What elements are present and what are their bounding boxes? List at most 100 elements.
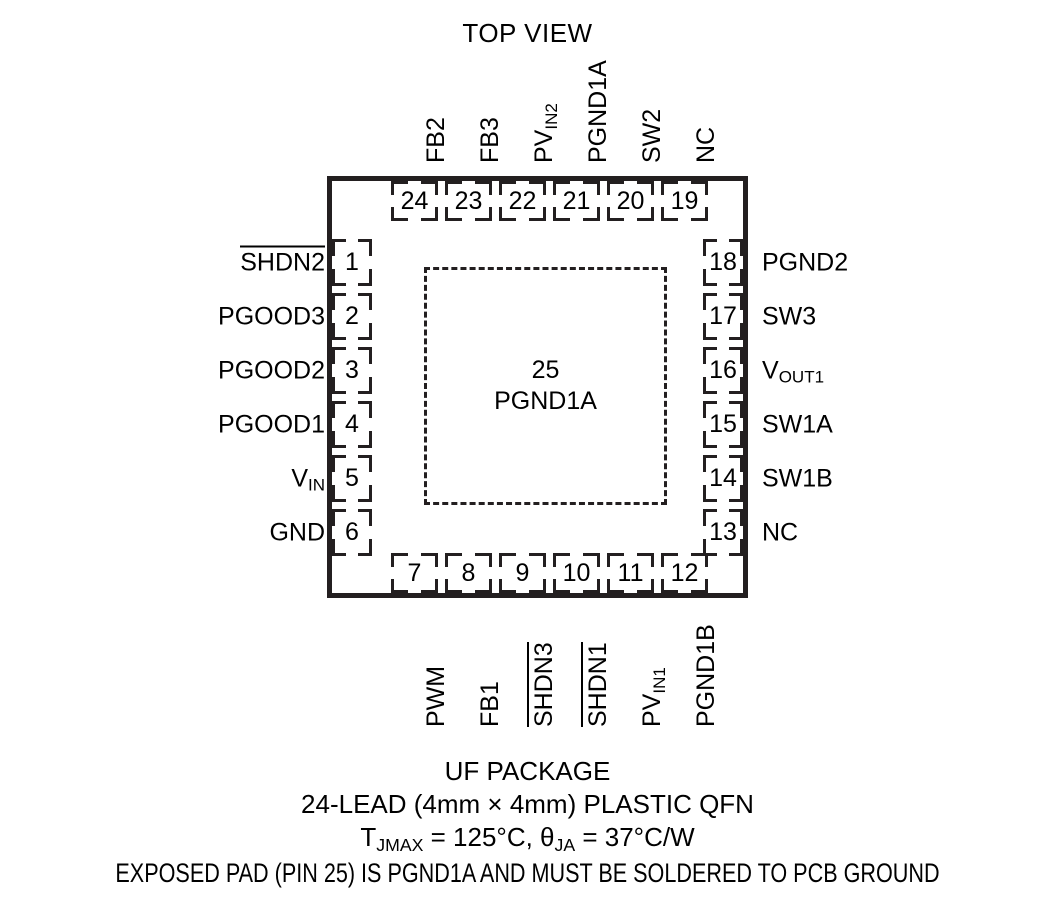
pad-edge-segment <box>740 509 743 526</box>
pad-edge-segment <box>332 553 346 556</box>
pad-edge-segment <box>332 293 335 310</box>
pad-edge-segment <box>651 207 654 221</box>
pin-pad-14: 14 <box>703 455 743 502</box>
pad-edge-segment <box>499 553 502 567</box>
pad-edge-segment <box>445 207 448 221</box>
pin-number-3: 3 <box>345 356 359 384</box>
pad-edge-segment <box>332 283 346 286</box>
pad-edge-segment <box>369 485 372 502</box>
pad-edge-segment <box>729 509 743 512</box>
pad-edge-segment <box>729 553 743 556</box>
pad-edge-segment <box>543 207 546 221</box>
pad-edge-segment <box>391 553 408 556</box>
pin-pad-3: 3 <box>332 347 372 394</box>
pad-edge-segment <box>740 269 743 286</box>
pad-edge-segment <box>691 590 708 593</box>
pad-edge-segment <box>637 218 654 221</box>
pad-edge-segment <box>358 283 372 286</box>
pad-edge-segment <box>499 553 516 556</box>
pad-edge-segment <box>597 579 600 593</box>
pad-edge-segment <box>391 590 408 593</box>
pin-label-16: VOUT1 <box>762 356 825 387</box>
pad-edge-segment <box>369 347 372 364</box>
pad-edge-segment <box>445 181 462 184</box>
pad-edge-segment <box>703 391 717 394</box>
pin-number-22: 22 <box>508 186 537 215</box>
pad-edge-segment <box>543 181 546 195</box>
pin-label-1: SHDN2 <box>240 245 325 276</box>
pad-edge-segment <box>729 391 743 394</box>
pin-label-6: GND <box>269 518 325 546</box>
pad-edge-segment <box>703 445 717 448</box>
pad-edge-segment <box>475 218 492 221</box>
pad-edge-segment <box>529 590 546 593</box>
pin-subscript: IN1 <box>649 667 669 694</box>
pad-edge-segment <box>499 579 502 593</box>
caption-line-3: TJMAX = 125°C, θJA = 37°C/W <box>0 821 1055 857</box>
pad-edge-segment <box>553 553 556 567</box>
pin-pad-6: 6 <box>332 509 372 556</box>
pad-edge-segment <box>358 445 372 448</box>
pin-pad-20: 20 <box>607 181 654 221</box>
pin-pad-8: 8 <box>445 553 492 593</box>
pad-edge-segment <box>607 579 610 593</box>
pad-edge-segment <box>543 579 546 593</box>
pin-label-11: PVIN1 <box>637 667 669 727</box>
pad-edge-segment <box>607 590 624 593</box>
pin-number-11: 11 <box>617 558 644 587</box>
package-outline <box>327 176 748 598</box>
pad-edge-segment <box>729 499 743 502</box>
pad-edge-segment <box>332 377 335 394</box>
pad-edge-segment <box>703 455 706 472</box>
pin-pad-7: 7 <box>391 553 438 593</box>
pad-edge-segment <box>691 218 708 221</box>
pad-edge-segment <box>703 283 717 286</box>
pin-label-9: SHDN3 <box>526 642 558 727</box>
pin-label-22: PVIN2 <box>529 103 561 163</box>
overline-bar: SHDN3 <box>526 642 558 727</box>
pad-edge-segment <box>391 181 394 195</box>
pad-edge-segment <box>553 207 556 221</box>
pad-edge-segment <box>332 509 335 526</box>
pad-edge-segment <box>499 218 516 221</box>
pad-edge-segment <box>729 337 743 340</box>
pad-edge-segment <box>705 579 708 593</box>
pad-edge-segment <box>703 347 717 350</box>
pin-pad-22: 22 <box>499 181 546 221</box>
pad-edge-segment <box>332 445 346 448</box>
pad-edge-segment <box>332 239 335 256</box>
pad-edge-segment <box>369 269 372 286</box>
pin-label-5: VIN <box>291 464 325 495</box>
pad-edge-segment <box>703 499 717 502</box>
pin-pad-13: 13 <box>703 509 743 556</box>
pad-edge-segment <box>421 553 438 556</box>
pad-edge-segment <box>553 579 556 593</box>
pad-edge-segment <box>332 347 346 350</box>
pad-edge-segment <box>358 239 372 242</box>
pin-pad-17: 17 <box>703 293 743 340</box>
pin-label-18: PGND2 <box>762 248 849 276</box>
pin-number-6: 6 <box>345 518 359 546</box>
pad-edge-segment <box>607 553 624 556</box>
pad-edge-segment <box>529 181 546 184</box>
pad-edge-segment <box>435 207 438 221</box>
pad-edge-segment <box>661 207 664 221</box>
pad-edge-segment <box>607 181 624 184</box>
pad-edge-segment <box>332 509 346 512</box>
pad-edge-segment <box>703 337 717 340</box>
pad-edge-segment <box>705 207 708 221</box>
pin-number-9: 9 <box>515 558 530 587</box>
pad-edge-segment <box>703 239 717 242</box>
pin-pad-2: 2 <box>332 293 372 340</box>
pad-edge-segment <box>729 455 743 458</box>
tjmax-subscript: JMAX <box>376 834 424 855</box>
caption-line-1: UF PACKAGE <box>444 756 611 786</box>
pin-number-1: 1 <box>345 248 359 276</box>
pad-edge-segment <box>583 218 600 221</box>
pad-edge-segment <box>661 590 678 593</box>
pad-edge-segment <box>583 553 600 556</box>
pad-edge-segment <box>421 181 438 184</box>
pad-edge-segment <box>475 590 492 593</box>
pin-number-19: 19 <box>670 186 699 215</box>
pin-pad-23: 23 <box>445 181 492 221</box>
